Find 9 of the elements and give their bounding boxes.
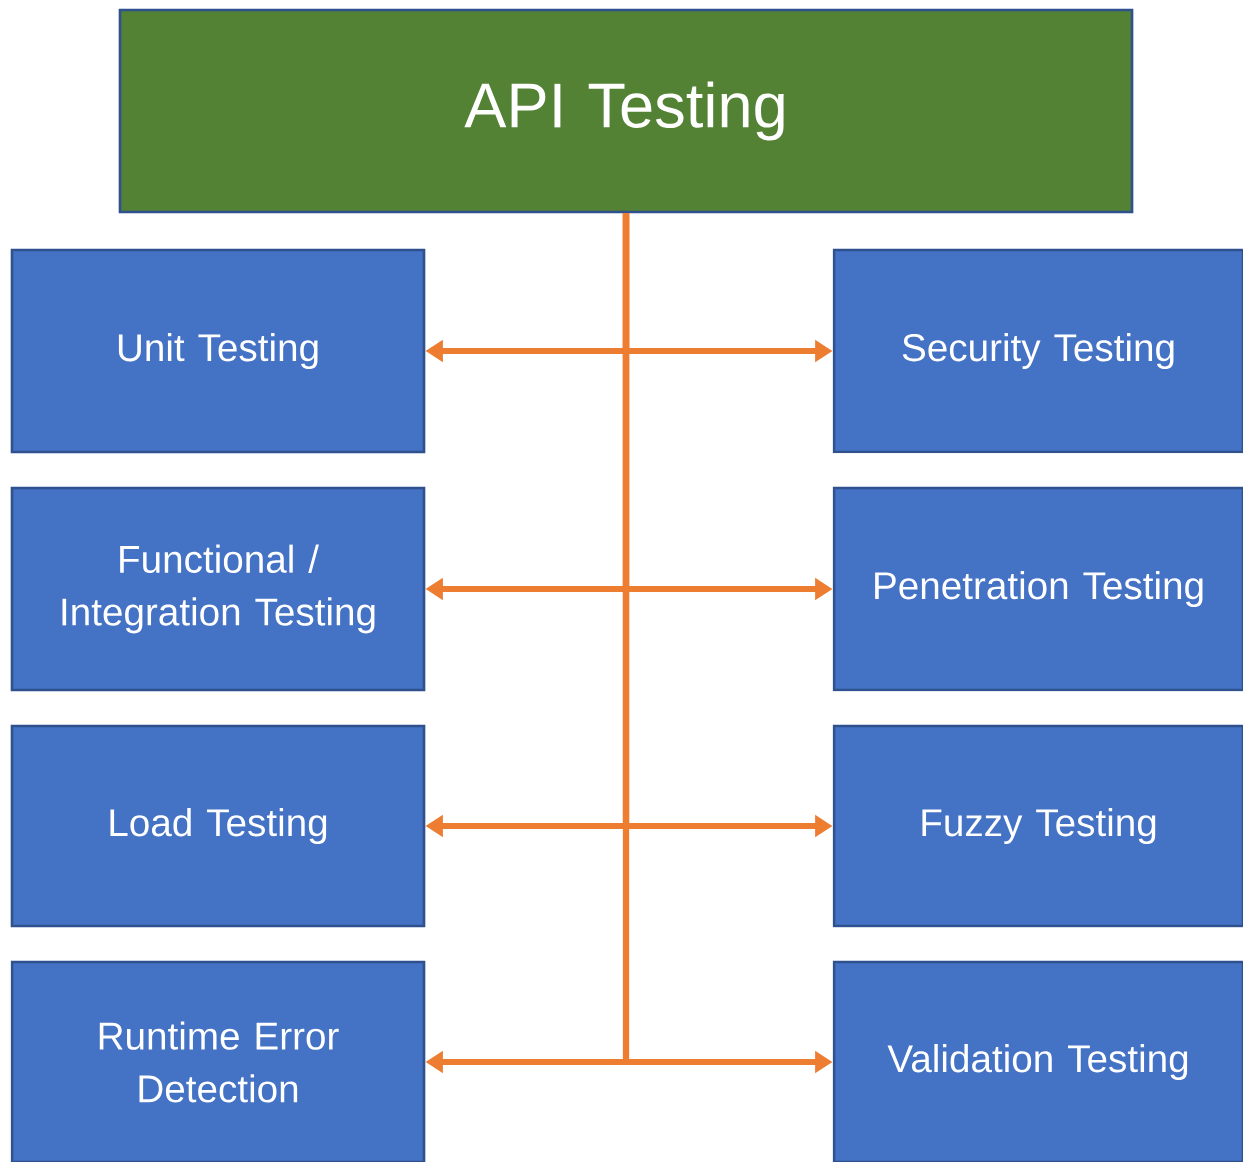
category-box: Validation Testing — [832, 960, 1243, 1162]
category-box: Fuzzy Testing — [832, 724, 1243, 928]
title-box: API Testing — [118, 8, 1134, 214]
category-box: Functional / Integration Testing — [10, 486, 426, 692]
category-box: Security Testing — [832, 248, 1243, 454]
category-box: Penetration Testing — [832, 486, 1243, 692]
category-box: Runtime Error Detection — [10, 960, 426, 1162]
category-box: Unit Testing — [10, 248, 426, 454]
category-box: Load Testing — [10, 724, 426, 928]
